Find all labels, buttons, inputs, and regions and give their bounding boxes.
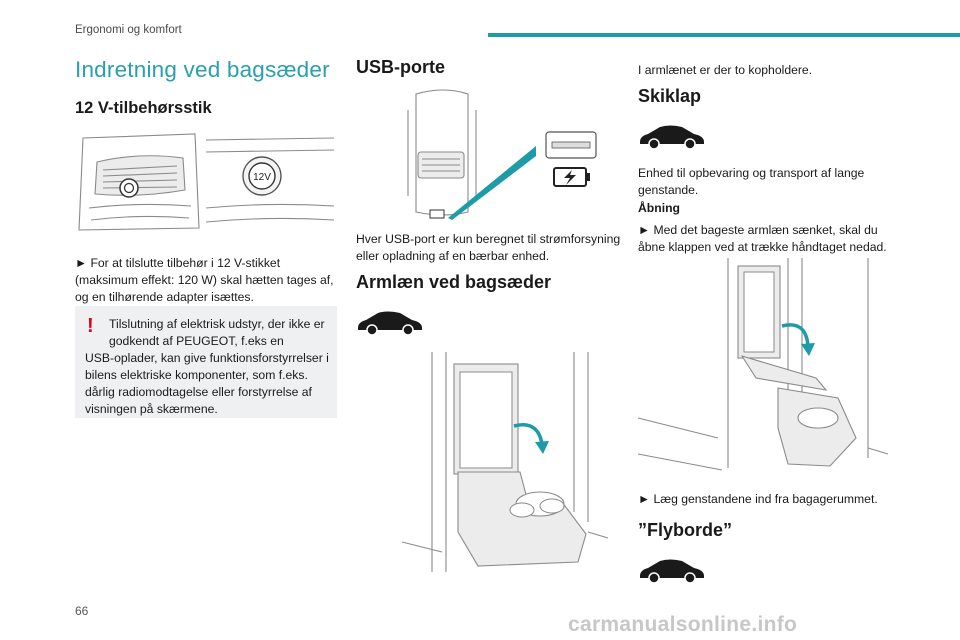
header-accent-bar — [488, 33, 960, 37]
watermark: carmanualsonline.info — [568, 613, 798, 636]
socket-12v-label: 12V — [253, 172, 271, 183]
car-silhouette-icon — [358, 311, 422, 336]
heading-ski-hatch: Skiklap — [638, 86, 702, 106]
load-step: ► Læg genstandene ind fra bagagerummet. — [638, 492, 878, 506]
heading-opening: Åbning — [638, 201, 680, 215]
warning-box — [75, 306, 337, 418]
illustration-usb-console — [407, 89, 597, 220]
heading-rear-armrest: Armlæn ved bagsæder — [356, 272, 552, 292]
car-silhouette-icon — [640, 125, 704, 150]
warning-line: godkendt af PEUGEOT, f.eks en — [109, 334, 284, 348]
warning-line: dårlig radiomodtagelse eller forstyrrels… — [85, 385, 312, 399]
opening-step: ► Med det bageste armlæn sænket, skal du… — [638, 223, 887, 254]
warning-text: Tilslutning af elektrisk udstyr, der ikk… — [85, 316, 331, 418]
page-number: 66 — [75, 604, 89, 618]
armrest-cupholders-text: I armlænet er der to kopholdere. — [638, 63, 813, 77]
ski-hatch-description: Enhed til opbevaring og transport af lan… — [638, 166, 865, 197]
warning-line: Tilslutning af elektrisk udstyr, der ikk… — [109, 317, 325, 331]
running-header: Ergonomi og komfort — [75, 24, 182, 36]
illustration-rear-armrest — [401, 352, 609, 572]
battery-charging-icon — [553, 167, 590, 187]
warning-line: USB-oplader, kan give funktionsforstyrre… — [85, 351, 329, 365]
heading-12v-socket: 12 V-tilbehørsstik — [75, 99, 212, 117]
curved-arrow-icon — [781, 323, 810, 347]
warning-line: visningen på skærmene. — [85, 402, 218, 416]
section-title: Indretning ved bagsæder — [75, 57, 330, 82]
warning-line: bilens elektriske komponenter, som f.eks… — [85, 368, 308, 382]
illustration-ski-hatch — [637, 258, 889, 471]
curved-arrow-icon — [513, 423, 544, 445]
heading-tray-tables: ”Flyborde” — [638, 520, 733, 540]
illustration-12v-socket-closeup: 12V — [205, 137, 335, 223]
usb-description: Hver USB-port er kun beregnet til strømf… — [356, 232, 621, 263]
warning-icon: ! — [87, 315, 94, 337]
heading-usb-ports: USB-porte — [356, 57, 445, 77]
usb-port-icon — [429, 209, 445, 219]
car-silhouette-icon — [640, 559, 704, 584]
instruction-12v: ► For at tilslutte tilbehør i 12 V-stikk… — [75, 256, 334, 304]
illustration-12v-console — [78, 133, 200, 231]
